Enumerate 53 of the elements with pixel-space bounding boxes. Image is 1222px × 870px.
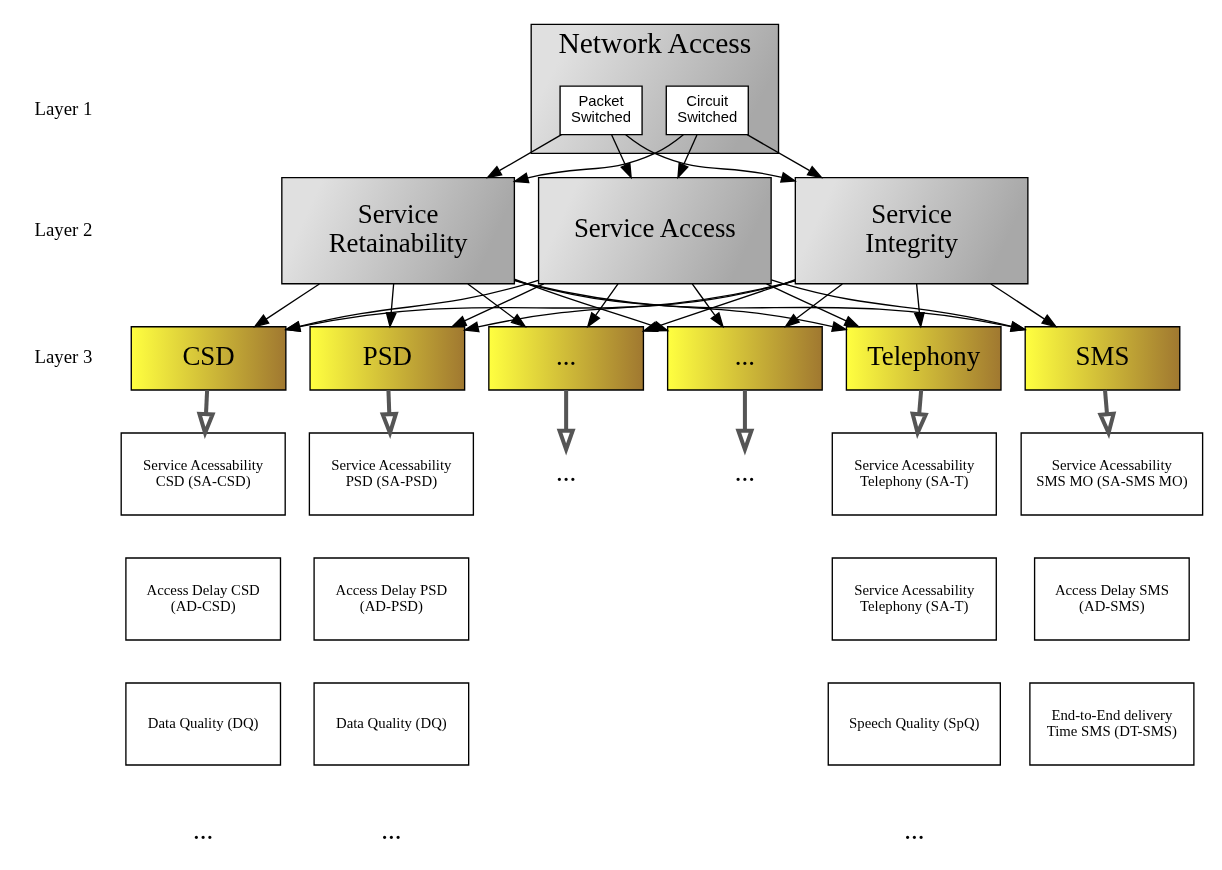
arrow xyxy=(735,390,754,456)
node-text: ... xyxy=(734,456,755,487)
arrow xyxy=(196,389,215,440)
arrow xyxy=(746,134,823,179)
label: ... xyxy=(903,814,924,845)
node-box: Telephony xyxy=(845,326,1002,391)
node-box: Service Acessability Telephony (SA-T) xyxy=(831,432,997,516)
arrow xyxy=(379,389,399,440)
arrow xyxy=(512,134,684,184)
arrow xyxy=(1096,389,1116,439)
node-box: Access Delay CSD (AD-CSD) xyxy=(124,557,281,641)
node-box: Circuit Switched xyxy=(665,85,749,136)
arrow xyxy=(909,389,929,439)
node-box: CSD xyxy=(130,326,287,391)
node-box: Service Access xyxy=(537,176,772,285)
label: Layer 1 xyxy=(33,98,92,120)
node-box: Service Acessability PSD (SA-PSD) xyxy=(308,432,474,516)
arrow xyxy=(691,283,724,329)
arrow xyxy=(913,283,925,329)
arrow xyxy=(989,283,1058,328)
arrow xyxy=(586,283,619,329)
node-box: Data Quality (DQ) xyxy=(312,682,469,766)
arrow xyxy=(449,283,544,328)
node-box: Service Retainability xyxy=(280,176,515,285)
node-box: Access Delay PSD (AD-PSD) xyxy=(312,557,469,641)
arrow xyxy=(485,134,562,179)
label: ... xyxy=(192,814,213,845)
arrow xyxy=(385,283,397,329)
label: Layer 2 xyxy=(33,218,92,240)
arrow xyxy=(765,283,860,328)
node-box: ... xyxy=(666,326,823,391)
label: Layer 3 xyxy=(33,346,92,368)
node-box: Data Quality (DQ) xyxy=(124,682,281,766)
node-box: Service Acessability CSD (SA-CSD) xyxy=(120,432,286,516)
node-box: Packet Switched xyxy=(558,85,643,136)
node-box: Service Acessability SMS MO (SA-SMS MO) xyxy=(1020,432,1203,516)
arrow xyxy=(466,283,527,328)
arrow xyxy=(252,283,320,328)
node-box: End-to-End delivery Time SMS (DT-SMS) xyxy=(1028,682,1195,766)
arrow xyxy=(610,134,632,180)
node-box: Service Integrity xyxy=(794,176,1029,285)
arrow xyxy=(556,390,576,456)
arrow xyxy=(676,134,698,180)
node-box: SMS xyxy=(1024,326,1180,391)
node-box: Speech Quality (SpQ) xyxy=(827,682,1001,766)
node-text: ... xyxy=(555,456,576,487)
node-box: PSD xyxy=(308,326,465,391)
node-box: ... xyxy=(487,326,644,391)
label: ... xyxy=(380,814,401,845)
node-box: Service Acessability Telephony (SA-T) xyxy=(831,557,997,641)
arrow xyxy=(783,283,843,328)
node-box: Access Delay SMS (AD-SMS) xyxy=(1033,557,1190,641)
arrow xyxy=(624,134,797,183)
